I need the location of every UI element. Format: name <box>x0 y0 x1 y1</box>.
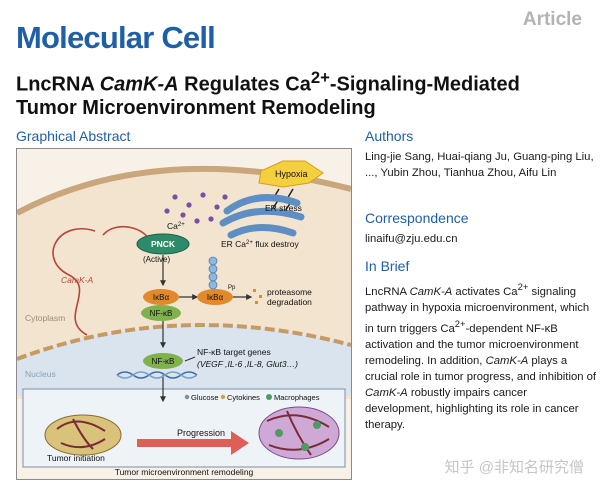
label-target-genes: NF-κB target genes <box>197 347 271 357</box>
label-ca: Ca2+ <box>167 221 185 231</box>
label-nfkb: NF-κB <box>150 309 173 318</box>
ikba-phospho-protein <box>197 289 233 305</box>
graphical-abstract-figure: Hypoxia ER stress Ca2+ PNCK (Active) ER … <box>16 148 352 480</box>
graphical-abstract-heading: Graphical Abstract <box>16 128 131 144</box>
title-part-3: -Signaling-Mediated Tumor Microenvironme… <box>16 73 520 119</box>
label-pnck: PNCK <box>151 239 176 249</box>
in-brief-section: In Brief LncRNA CamK-A activates Ca2+ si… <box>365 258 597 433</box>
nfkb-protein <box>141 305 181 321</box>
label-pp: Pp <box>228 285 236 291</box>
title-part-2: Regulates Ca <box>178 73 311 96</box>
label-progression: Progression <box>177 428 225 438</box>
camka-rna <box>52 228 96 336</box>
label-active: (Active) <box>143 255 170 264</box>
legend-cytokines: Cytokines <box>227 393 260 402</box>
pnck-protein <box>136 233 190 255</box>
degradation-fragments <box>253 289 262 304</box>
ikba-protein <box>143 289 179 305</box>
label-ikba-phospho: IκBα <box>207 293 224 302</box>
in-brief-heading: In Brief <box>365 258 410 274</box>
tumor-initiation-image <box>44 414 122 456</box>
title-superscript: 2+ <box>310 68 330 87</box>
label-er-stress: ER stress <box>265 203 302 213</box>
label-hypoxia: Hypoxia <box>275 169 308 179</box>
endoplasmic-reticulum <box>219 194 305 239</box>
title-part-1: LncRNA <box>16 73 100 96</box>
nuclear-envelope <box>17 323 351 361</box>
progression-arrow <box>137 431 249 455</box>
label-er-flux: ER Ca2+ flux destroy <box>221 239 299 249</box>
watermark: 知乎 @非知名研究僧 <box>444 459 584 476</box>
label-nucleus: Nucleus <box>25 369 56 379</box>
label-degradation: degradation <box>267 297 312 307</box>
correspondence-email[interactable]: linaifu@zju.edu.cn <box>365 233 458 245</box>
cytokines-icon <box>220 394 226 400</box>
label-cytoplasm: Cytoplasm <box>25 313 65 323</box>
in-brief-text: LncRNA CamK-A activates Ca2+ signaling p… <box>365 281 597 431</box>
correspondence-section: Correspondence linaifu@zju.edu.cn <box>365 210 597 247</box>
ubiquitin-chain <box>208 256 218 290</box>
label-tumor-initiation: Tumor initiation <box>47 453 105 463</box>
arrow-target-genes <box>184 356 196 362</box>
hypoxia-icon <box>258 160 324 212</box>
label-camka: CamK-A <box>61 275 93 285</box>
label-nuclear-nfkb: NF-κB <box>152 357 175 366</box>
tumor-progression-image <box>258 406 340 460</box>
macrophages-icon <box>266 394 272 400</box>
article-type-tag: Article <box>522 9 582 30</box>
authors-list: Ling-jie Sang, Huai-qiang Ju, Guang-ping… <box>365 151 594 179</box>
article-title: LncRNA CamK-A Regulates Ca2+-Signaling-M… <box>16 66 576 120</box>
authors-section: Authors Ling-jie Sang, Huai-qiang Ju, Gu… <box>365 128 597 181</box>
correspondence-heading: Correspondence <box>365 210 469 226</box>
legend-macrophages: Macrophages <box>274 393 320 402</box>
journal-name: Molecular Cell <box>16 20 216 55</box>
authors-heading: Authors <box>365 128 414 144</box>
title-gene-name: CamK-A <box>99 73 179 96</box>
nucleus-region <box>17 325 351 395</box>
dna-strand <box>116 371 198 379</box>
graphical-abstract-illustration: Hypoxia ER stress Ca2+ PNCK (Active) ER … <box>17 149 351 479</box>
label-gene-list: (VEGF ,IL-6 ,IL-8, Glut3…) <box>197 359 298 369</box>
nuclear-nfkb-protein <box>143 353 183 369</box>
label-tme-remodeling: Tumor microenvironment remodeling <box>115 467 254 477</box>
label-proteasome: proteasome <box>267 287 312 297</box>
legend-glucose: Glucose <box>191 393 219 402</box>
label-ikba: IκBα <box>153 293 170 302</box>
calcium-ions <box>164 192 228 224</box>
glucose-icon <box>184 394 190 400</box>
